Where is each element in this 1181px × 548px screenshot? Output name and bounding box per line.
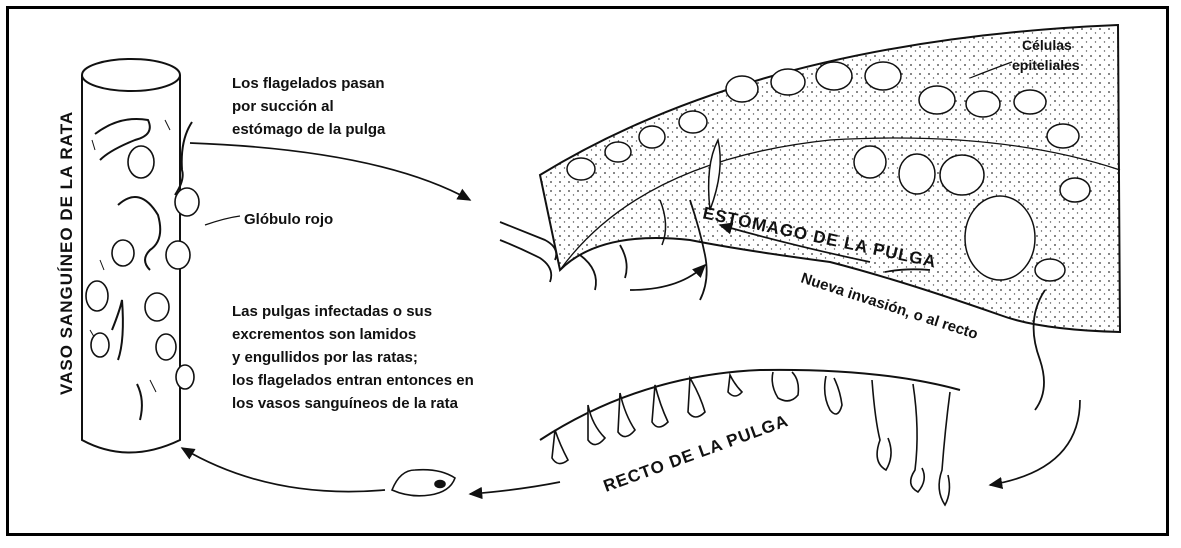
- arrow-stomach-entry: [629, 263, 707, 291]
- label-line: estómago de la pulga: [232, 121, 386, 138]
- label-line: epiteliales: [1012, 57, 1080, 73]
- label-line: Las pulgas infectadas o sus: [232, 303, 432, 320]
- stomach-flagellates: [499, 199, 1046, 411]
- lifecycle-arrows: [180, 61, 1081, 500]
- label-line: por succión al: [232, 98, 334, 115]
- label-infected-fleas: Las pulgas infectadas o sus excrementos …: [232, 303, 474, 412]
- arrow-excreted: [468, 481, 561, 500]
- rat-blood-vessel: [81, 58, 181, 454]
- label-red-cell: Glóbulo rojo: [244, 211, 333, 228]
- pointer-red-cell: [204, 215, 241, 226]
- label-flagellates-pass: Los flagelados pasan por succión al estó…: [232, 75, 386, 138]
- label-line: Células: [1022, 37, 1072, 53]
- label-line: Los flagelados pasan: [232, 75, 385, 92]
- excreted-flagellate: [390, 468, 456, 497]
- label-epithelial: Células epiteliales: [1012, 37, 1080, 73]
- arrow-new-invasion: [718, 222, 871, 263]
- arrow-to-stomach: [189, 142, 472, 201]
- label-line: y engullidos por las ratas;: [232, 349, 418, 366]
- label-line: excrementos son lamidos: [232, 326, 416, 343]
- epithelial-cells: [566, 61, 1091, 282]
- pointer-epithelial: [969, 61, 1013, 79]
- vessel-flagellates: [94, 118, 193, 421]
- diagram-frame: [6, 6, 1169, 536]
- vessel-label: VASO SANGUÍNEO DE LA RATA: [57, 111, 76, 395]
- arrow-to-vessel: [180, 447, 386, 493]
- label-line: los vasos sanguíneos de la rata: [232, 395, 459, 412]
- label-line: los flagelados entran entonces en: [232, 372, 474, 389]
- red-blood-cells: [85, 145, 200, 390]
- flea-rectum-wall: [539, 368, 961, 441]
- arrow-to-rectum: [988, 399, 1081, 490]
- rectum-flagellates: [551, 371, 951, 507]
